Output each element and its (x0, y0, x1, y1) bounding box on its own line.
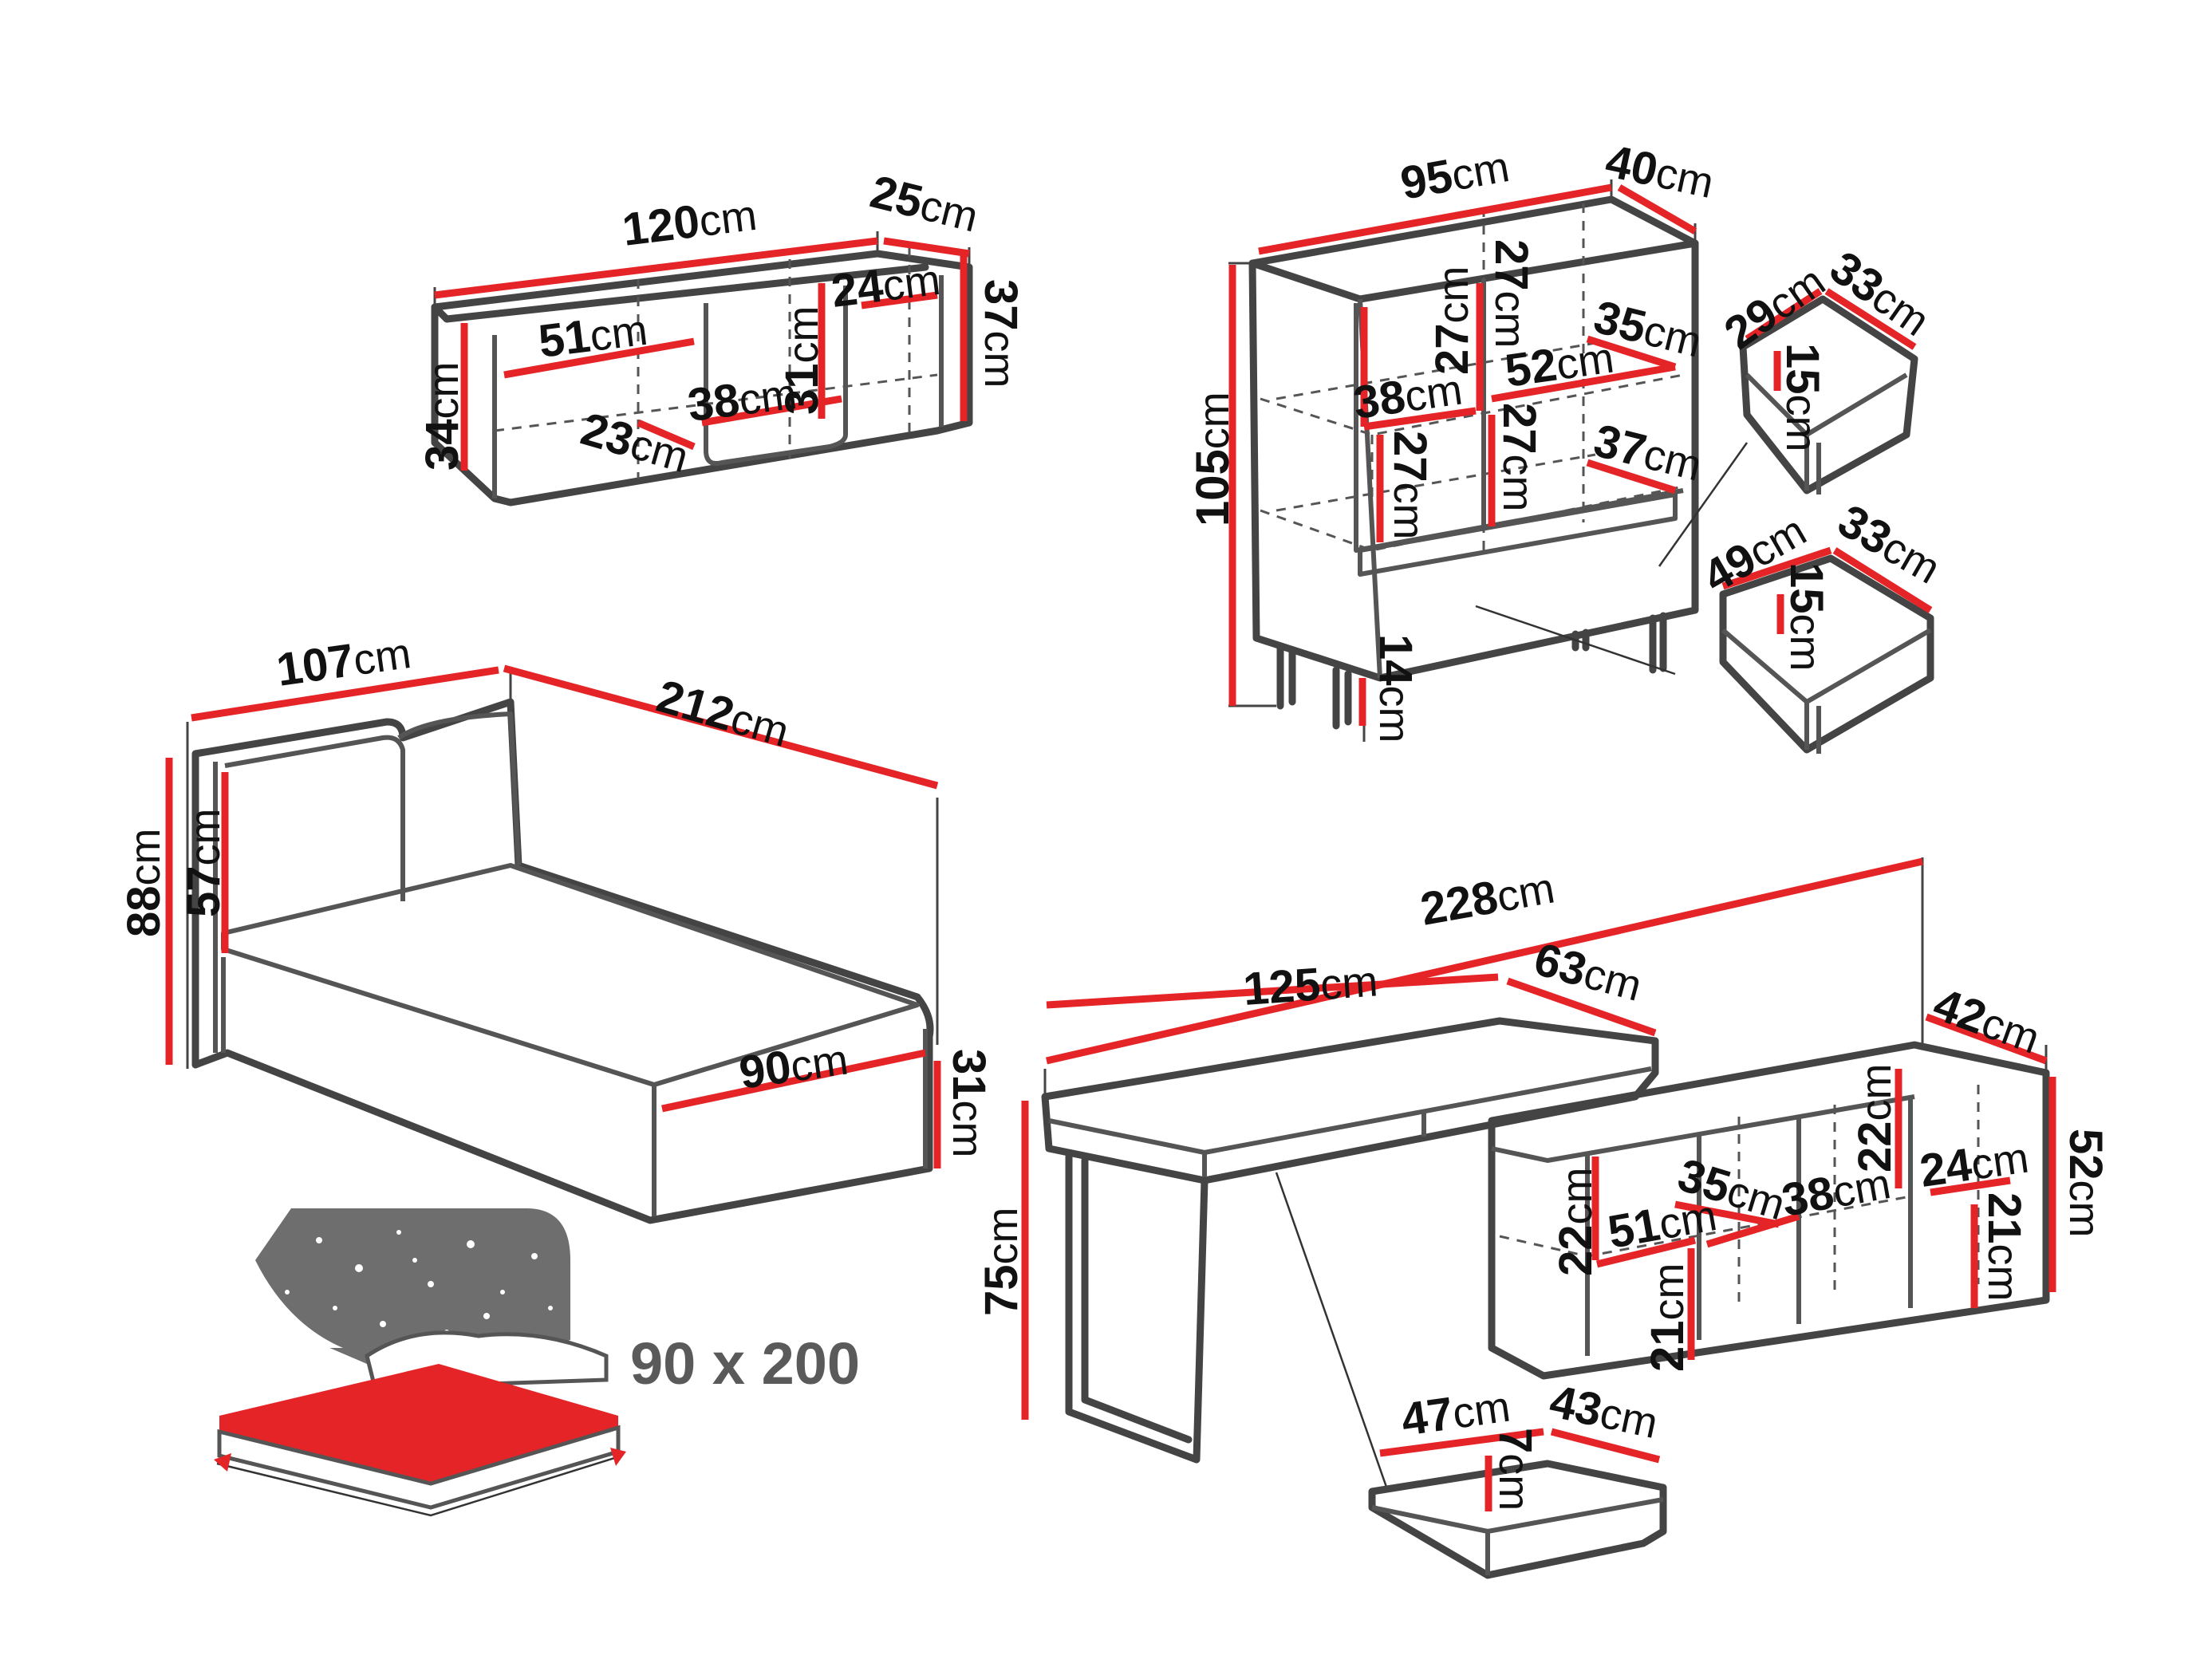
shelf-width-label: 120cm (620, 188, 759, 256)
desk-drawer-height-label: 7cm (1489, 1428, 1541, 1511)
cabinet-leg-height-label: 14cm (1370, 634, 1421, 743)
drawer-bottom-labels: 49cm 33cm 15cm (1694, 495, 1950, 672)
desk-drawer-labels: 47cm 43cm 7cm (1398, 1375, 1662, 1511)
drawer-bottom-width-label: 33cm (1830, 495, 1950, 594)
bed-size-icon (214, 1208, 626, 1517)
desk-comp-width-c-label: 24cm (1917, 1131, 2032, 1197)
desk-comp-height-c-label: 21cm (1642, 1263, 1694, 1373)
bed-width-label: 107cm (274, 626, 414, 696)
shelf-compartment-depth-label: 23cm (575, 403, 694, 483)
desk-comp-width-b-label: 38cm (1778, 1157, 1895, 1227)
shelf-small-width-label: 24cm (829, 253, 943, 317)
cabinet-shelf-width-label: 38cm (1350, 363, 1465, 429)
cabinet-upper-height-b-label: 27cm (1485, 239, 1537, 349)
shelf-depth-label: 25cm (865, 166, 984, 242)
desk-cabinet-height-label: 52cm (2060, 1129, 2111, 1238)
bed-size-label: 90 x 200 (630, 1330, 860, 1397)
cabinet-labels: 95cm 40cm 105cm 27cm 27cm 38cm 27cm 27cm… (1187, 135, 1718, 743)
desk-comp-width-a-label: 51cm (1604, 1188, 1721, 1259)
bed-length-label: 212cm (651, 670, 795, 757)
desk-depth-label: 63cm (1529, 933, 1648, 1011)
desk-drawer (1368, 1428, 1667, 1579)
shelf-compartment-width-label: 51cm (536, 303, 650, 368)
cabinet-drawer-bottom (1719, 546, 1934, 754)
desk-total-width-label: 228cm (1417, 861, 1558, 935)
shelf-center-width-label: 38cm (685, 367, 799, 431)
tall-cabinet (1228, 179, 1749, 742)
bed-base-height-label: 31cm (943, 1049, 995, 1158)
bed-headboard-height-label: 57cm (178, 809, 230, 918)
desk-drawer-depth-label: 43cm (1545, 1375, 1662, 1448)
shelf-height-left-label: 34cm (416, 362, 468, 471)
bed (165, 664, 941, 1224)
shelf-height-right-label: 37cm (975, 279, 1027, 388)
cabinet-mid-height-a-label: 27cm (1384, 431, 1436, 540)
drawer-top-width-label: 33cm (1821, 241, 1940, 346)
wall-shelf (431, 231, 973, 506)
desk-height-label: 75cm (976, 1208, 1027, 1317)
desk-comp-height-a-label: 22cm (1550, 1168, 1602, 1277)
bed-total-height-label: 88cm (118, 829, 170, 938)
desk-comp-height-d-label: 21cm (1978, 1192, 2030, 1302)
cabinet-upper-height-a-label: 27cm (1426, 266, 1478, 376)
desk-comp-height-b-label: 22cm (1849, 1064, 1901, 1173)
cabinet-drawer-top (1739, 288, 1918, 495)
drawer-bottom-height-label: 15cm (1780, 562, 1832, 672)
bed-mattress-width-label: 90cm (736, 1033, 851, 1099)
desk-width-label: 125cm (1241, 954, 1379, 1015)
cabinet-mid-height-b-label: 27cm (1493, 403, 1545, 512)
desk-drawer-width-label: 47cm (1398, 1380, 1513, 1446)
shelf-labels: 120cm 25cm 37cm 34cm 51cm 23cm 38cm 31cm… (416, 166, 1027, 483)
desk (1021, 857, 2056, 1492)
shelf-center-height-label: 31cm (776, 306, 828, 416)
cabinet-height-label: 105cm (1187, 392, 1239, 526)
cabinet-width-label: 95cm (1397, 140, 1513, 210)
cabinet-shelf-width-right-label: 52cm (1502, 331, 1617, 397)
cabinet-depth-label: 40cm (1601, 135, 1718, 208)
drawer-top-height-label: 15cm (1776, 343, 1828, 452)
